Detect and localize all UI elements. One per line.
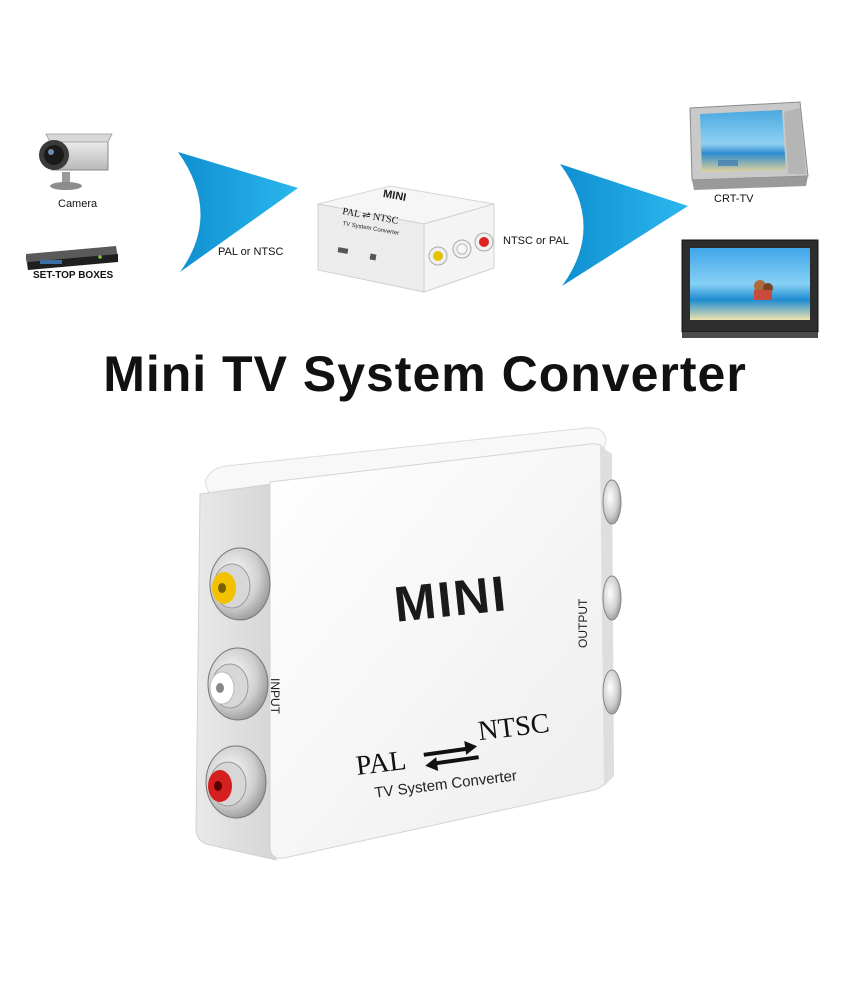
signal-flow-diagram bbox=[26, 101, 819, 338]
input-label: INPUT bbox=[268, 678, 282, 714]
input-jack-red bbox=[205, 745, 267, 819]
product-pal-label: PAL bbox=[354, 745, 408, 782]
set-top-box-label: SET-TOP BOXES bbox=[33, 270, 114, 281]
page-title: Mini TV System Converter bbox=[103, 346, 747, 402]
output-format-label: NTSC or PAL bbox=[503, 235, 569, 247]
input-jack-yellow bbox=[209, 547, 271, 621]
converter-product-image bbox=[195, 427, 622, 861]
left-flow-arrow bbox=[178, 152, 298, 272]
output-jack bbox=[602, 479, 622, 715]
small-converter-image bbox=[317, 185, 495, 293]
security-camera-icon bbox=[39, 133, 113, 190]
swap-arrows-icon bbox=[423, 741, 479, 771]
output-label: OUTPUT bbox=[576, 598, 590, 648]
crt-tv-icon bbox=[689, 101, 809, 190]
camera-label: Camera bbox=[58, 198, 98, 210]
flat-tv-icon bbox=[681, 239, 819, 338]
right-flow-arrow bbox=[560, 164, 688, 286]
input-format-label: PAL or NTSC bbox=[218, 246, 284, 258]
input-jack-white bbox=[207, 647, 269, 721]
product-brand: MINI bbox=[391, 565, 511, 633]
set-top-box-icon bbox=[26, 246, 118, 270]
crt-tv-label: CRT-TV bbox=[714, 193, 754, 205]
